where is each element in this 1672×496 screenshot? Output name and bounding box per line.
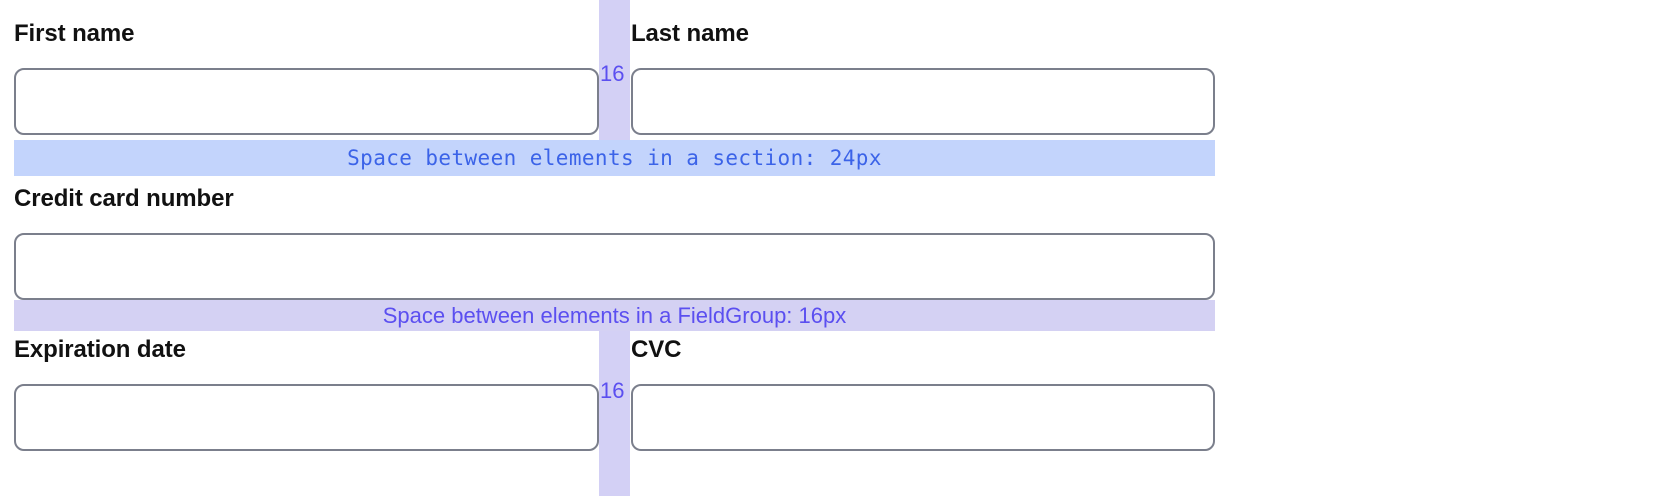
fieldgroup-gap-annotation-label: Space between elements in a FieldGroup: … <box>382 302 847 328</box>
column-gap-value-row1: 16 <box>600 61 625 86</box>
last-name-label: Last name <box>631 20 749 47</box>
first-name-input[interactable] <box>14 68 599 135</box>
section-gap-annotation-bar: Space between elements in a section: 24p… <box>14 140 1215 176</box>
cvc-input[interactable] <box>631 384 1215 451</box>
credit-card-number-input[interactable] <box>14 233 1215 300</box>
fieldgroup-gap-annotation-bar: Space between elements in a FieldGroup: … <box>14 300 1215 331</box>
last-name-input[interactable] <box>631 68 1215 135</box>
expiration-date-input[interactable] <box>14 384 599 451</box>
column-gap-band-row1: 16 <box>599 0 630 140</box>
first-name-label: First name <box>14 20 135 47</box>
section-gap-annotation-label: Space between elements in a section: 24p… <box>347 146 882 170</box>
cvc-label: CVC <box>631 336 682 363</box>
column-gap-band-row3: 16 <box>599 331 630 496</box>
credit-card-number-label: Credit card number <box>14 185 234 212</box>
expiration-date-label: Expiration date <box>14 336 186 363</box>
column-gap-value-row3: 16 <box>600 378 625 403</box>
